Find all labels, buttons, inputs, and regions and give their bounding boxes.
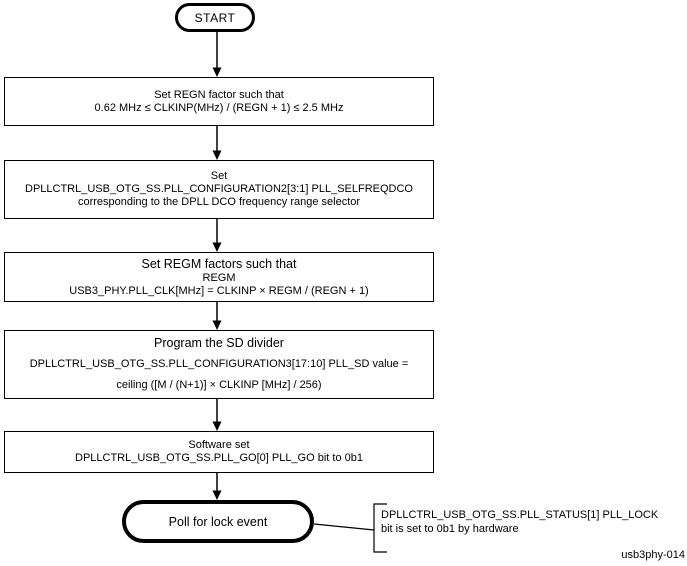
arrowhead-start-to-step1	[212, 67, 222, 77]
step-text-line: DPLLCTRL_USB_OTG_SS.PLL_CONFIGURATION3[1…	[29, 358, 409, 370]
arrowhead-step5-to-end	[212, 490, 222, 500]
step-box-set-regn-factor: Set REGN factor such that 0.62 MHz ≤ CLK…	[4, 77, 434, 126]
step-text-line: REGM	[202, 271, 236, 284]
step-text-line: Set REGN factor such that	[154, 88, 284, 101]
annotation-text-line: bit is set to 0b1 by hardware	[381, 523, 519, 535]
step-text-line: USB3_PHY.PLL_CLK[MHz] = CLKINP × REGM / …	[69, 284, 369, 297]
step-text-line: Software set	[188, 439, 250, 451]
step-text-line: Set	[210, 170, 228, 182]
start-label: START	[194, 10, 236, 25]
step-text-line: corresponding to the DPLL DCO frequency …	[77, 196, 361, 208]
arrowhead-step4-to-step5	[212, 421, 222, 431]
step-box-set-selfreqdco: Set DPLLCTRL_USB_OTG_SS.PLL_CONFIGURATIO…	[4, 160, 434, 219]
arrowhead-step2-to-step3	[212, 242, 222, 252]
annotation-note: DPLLCTRL_USB_OTG_SS.PLL_STATUS[1] PLL_LO…	[381, 508, 685, 536]
arrowhead-step1-to-step2	[212, 150, 222, 160]
step-text-line: Set REGM factors such that	[141, 256, 297, 271]
step-text-line: 0.62 MHz ≤ CLKINP(MHz) / (REGN + 1) ≤ 2.…	[94, 101, 344, 114]
arrowhead-step3-to-step4	[212, 320, 222, 330]
step-box-program-sd-divider: Program the SD divider DPLLCTRL_USB_OTG_…	[4, 330, 434, 399]
end-terminal-poll-for-lock: Poll for lock event	[122, 500, 314, 543]
step-text-line: DPLLCTRL_USB_OTG_SS.PLL_CONFIGURATION2[3…	[25, 183, 413, 195]
start-terminal: START	[175, 3, 255, 32]
figure-id-label: usb3phy-014	[621, 549, 685, 561]
end-label: Poll for lock event	[168, 514, 268, 529]
step-text-line: ceiling ([M / (N+1)] × CLKINP [MHz] / 25…	[116, 379, 322, 391]
step-text-line: DPLLCTRL_USB_OTG_SS.PLL_GO[0] PLL_GO bit…	[75, 452, 363, 464]
annotation-bracket	[373, 503, 387, 553]
annotation-connector-line	[313, 523, 375, 531]
step-box-set-regm-factors: Set REGM factors such that REGM USB3_PHY…	[4, 252, 434, 302]
step-text-line: Program the SD divider	[154, 336, 284, 350]
step-box-software-set-pll-go: Software set DPLLCTRL_USB_OTG_SS.PLL_GO[…	[4, 431, 434, 473]
annotation-text-line: DPLLCTRL_USB_OTG_SS.PLL_STATUS[1] PLL_LO…	[381, 509, 659, 521]
